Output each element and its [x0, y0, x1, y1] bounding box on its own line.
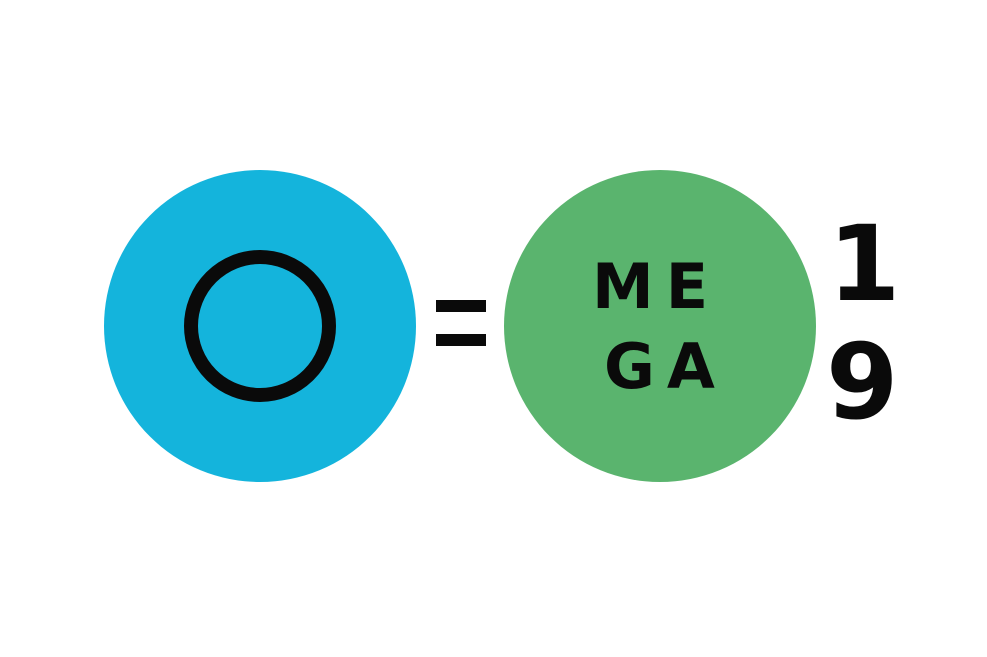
mega-text-line-2: GA — [604, 330, 727, 403]
digit-one: 1 — [828, 203, 901, 325]
equals-bar-bottom — [436, 334, 486, 346]
ring-icon — [184, 250, 336, 402]
equals-bar-top — [436, 300, 486, 312]
equals-icon — [436, 300, 486, 346]
digit-nine: 9 — [826, 321, 899, 443]
mega-text-line-1: ME — [592, 250, 721, 323]
green-circle — [504, 170, 816, 482]
